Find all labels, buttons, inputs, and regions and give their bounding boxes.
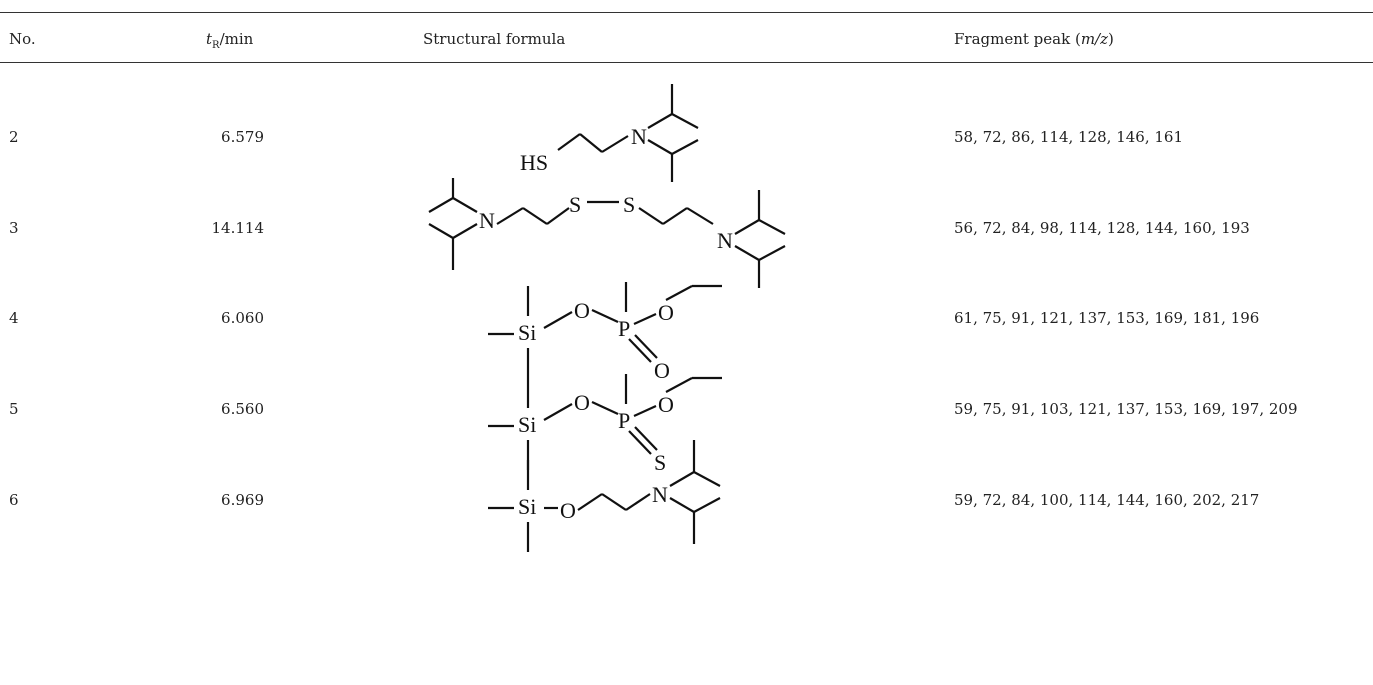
atom-label: Si [518,320,536,345]
atom-label: O [658,300,674,325]
header-fragment-prefix: Fragment peak ( [954,30,1081,48]
header-tr-var: t [206,30,213,48]
header-tr-sub: R [212,40,220,51]
header-fragment-unit: m/z [1080,30,1108,48]
atom-label: S [623,192,635,217]
row-no: 5 [9,400,19,418]
structure-row-3: N S S N [428,178,786,288]
atom-label: O [560,498,576,523]
header-fragment-peak: Fragment peak (m/z) [954,30,1114,48]
atom-label: O [574,390,590,415]
header-fragment-suffix: ) [1108,30,1114,48]
atom-label: N [652,482,668,507]
atom-label: O [658,392,674,417]
row-fragments: 59, 75, 91, 103, 121, 137, 153, 169, 197… [954,400,1298,418]
structure-row-4: Si O P O O [488,282,722,383]
row-fragments: 58, 72, 86, 114, 128, 146, 161 [954,128,1183,146]
row-fragments: 61, 75, 91, 121, 137, 153, 169, 181, 196 [954,309,1260,327]
header-structural-formula: Structural formula [423,30,566,48]
atom-label: S [569,192,581,217]
row-no: 3 [9,219,19,237]
header-retention-time: tR/min [206,30,254,51]
row-fragments: 59, 72, 84, 100, 114, 144, 160, 202, 217 [954,491,1260,509]
atom-label: HS [520,150,548,175]
atom-label: N [717,228,733,253]
structure-row-2: HS N [520,84,699,182]
row-retention-time: 6.560 [221,400,264,418]
row-fragments: 56, 72, 84, 98, 114, 128, 144, 160, 193 [954,219,1250,237]
row-no: 6 [9,491,19,509]
atom-label: Si [518,412,536,437]
atom-label: O [654,358,670,383]
atom-label: O [574,298,590,323]
row-retention-time: 14.114 [211,219,265,237]
atom-label: Si [518,494,536,519]
row-retention-time: 6.060 [221,309,264,327]
row-retention-time: 6.579 [221,128,264,146]
row-retention-time: 6.969 [221,491,264,509]
structure-row-5: Si O P S O [488,374,722,475]
atom-label: P [618,408,630,433]
atom-label: N [479,208,495,233]
structure-row-6: Si O N [488,440,721,552]
table-top-rule [0,12,1373,13]
atom-label: S [654,450,666,475]
atom-label: N [631,124,647,149]
header-tr-unit: /min [219,30,254,48]
row-no: 4 [9,309,19,327]
row-no: 2 [9,128,19,146]
header-no: No. [9,30,36,48]
atom-label: P [618,316,630,341]
table-header-rule [0,62,1373,63]
